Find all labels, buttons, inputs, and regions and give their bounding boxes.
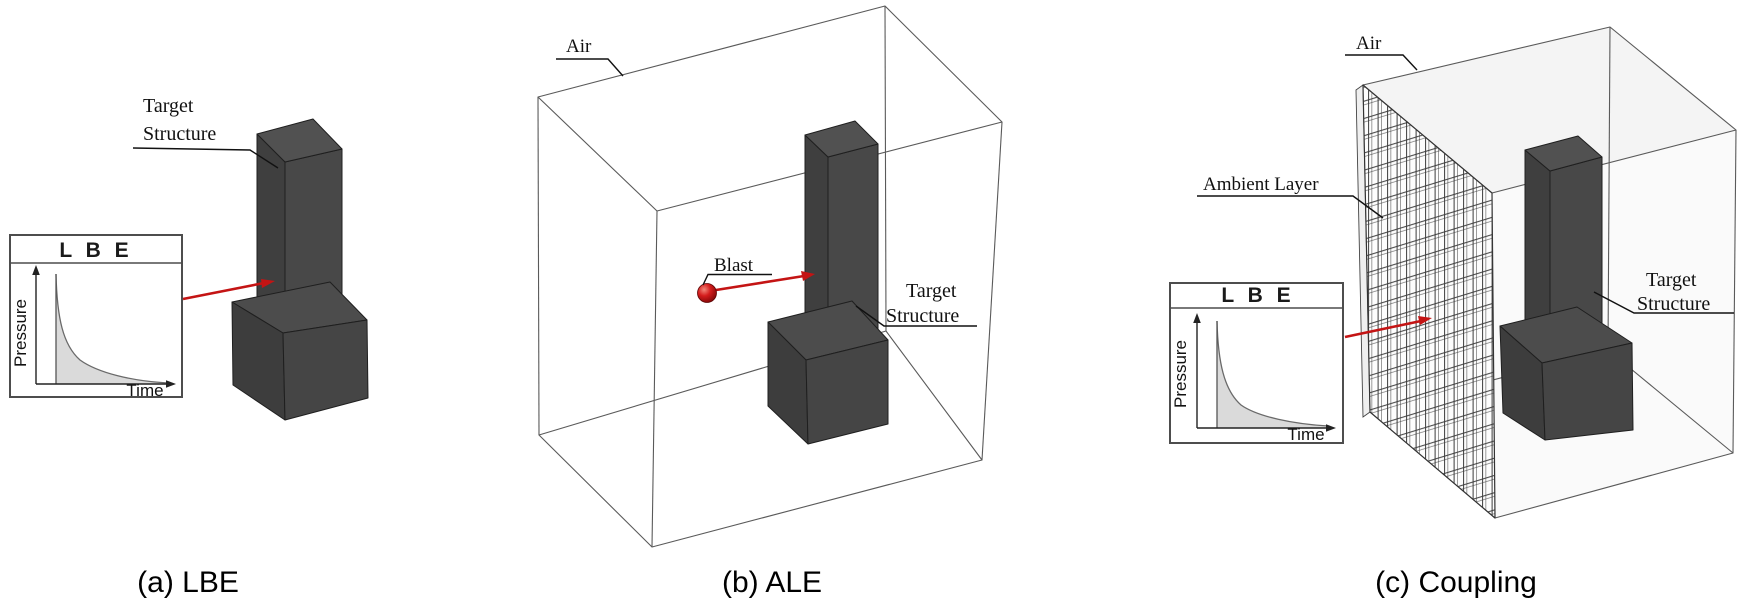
- target-structure-label-b: Target Structure: [855, 280, 977, 327]
- air-box-bottom-face: [538, 330, 983, 548]
- y-axis-label: Pressure: [1171, 340, 1190, 408]
- load-arrow-head: [261, 279, 275, 288]
- load-arrow-head: [1418, 316, 1432, 325]
- panel-b-ale: Air Blast Target Structure (b) ALE: [537, 5, 1003, 599]
- air-box-top-face: [1363, 27, 1736, 193]
- target-structure-label-line1: Target: [143, 95, 194, 117]
- ambient-layer-mesh: [1355, 84, 1496, 519]
- ambient-layer-leader-line: [1197, 195, 1384, 219]
- x-axis-arrowhead: [1326, 424, 1336, 432]
- lbe-inset-c: L B E Pressure Time: [1169, 282, 1344, 444]
- pressure-curve: [55, 273, 169, 384]
- target-structure-column-b: [767, 120, 889, 445]
- target-structure-label-c: Target Structure: [1593, 269, 1734, 315]
- lbe-inset-title: L B E: [59, 239, 132, 262]
- blast-sphere: [697, 283, 717, 303]
- target-structure-label-line2: Structure: [886, 305, 959, 327]
- caption-a: (a) LBE: [137, 566, 239, 599]
- target-structure-label-line1: Target: [906, 280, 957, 302]
- column-top-face: [804, 120, 879, 158]
- target-structure-column-a: [231, 118, 369, 421]
- blast-label-b: Blast: [702, 255, 772, 286]
- panel-c-coupling: L B E Pressure Time Air Ambient Layer Ta…: [1169, 26, 1737, 599]
- target-structure-label-line2: Structure: [143, 123, 216, 145]
- target-structure-leader-line: [1593, 291, 1734, 314]
- blast-arrow-head: [801, 271, 815, 281]
- y-axis-label: Pressure: [11, 299, 30, 367]
- air-leader-line: [1345, 54, 1418, 71]
- target-structure-label-line1: Target: [1646, 269, 1697, 291]
- load-arrow-shaft: [1344, 319, 1422, 339]
- air-label-text: Air: [1356, 33, 1382, 54]
- lbe-inset-a: L B E Pressure Time: [9, 234, 183, 400]
- column-top-face: [1524, 135, 1603, 172]
- panel-a-lbe: L B E Pressure Time Target Structure (a)…: [9, 95, 369, 599]
- load-arrow-a: [182, 279, 275, 301]
- x-axis-arrowhead: [166, 380, 176, 388]
- air-label-b: Air: [556, 36, 624, 77]
- target-structure-column-c: [1499, 135, 1634, 441]
- air-box-top-face: [537, 5, 1003, 212]
- air-label-c: Air: [1345, 33, 1418, 71]
- pedestal-right-face: [805, 339, 889, 445]
- blast-label-text: Blast: [714, 255, 754, 276]
- pressure-curve-area: [1217, 321, 1328, 428]
- target-structure-label-a: Target Structure: [132, 95, 279, 169]
- lbe-inset-title: L B E: [1221, 284, 1294, 307]
- pressure-curve: [1216, 320, 1329, 427]
- x-axis-label: Time: [126, 381, 163, 400]
- pressure-curve-area: [56, 274, 168, 384]
- caption-b: (b) ALE: [722, 566, 822, 599]
- caption-c: (c) Coupling: [1375, 566, 1537, 599]
- air-leader-line: [556, 58, 624, 77]
- air-box-edge-right: [1732, 129, 1737, 454]
- target-structure-leader-line: [132, 147, 279, 169]
- target-structure-label-line2: Structure: [1637, 293, 1710, 315]
- blast-source-b: [697, 271, 815, 303]
- ambient-layer-label-text: Ambient Layer: [1203, 174, 1319, 195]
- air-box-edge-back: [884, 5, 887, 332]
- x-axis-label: Time: [1287, 425, 1324, 444]
- pedestal-right-face: [282, 319, 369, 421]
- air-box-edge-front: [651, 210, 658, 548]
- pedestal-right-face: [1541, 342, 1634, 441]
- column-top-face: [256, 118, 343, 163]
- air-box-edge-right: [981, 121, 1003, 461]
- blast-arrow-shaft: [715, 274, 805, 292]
- load-arrow-shaft: [182, 281, 265, 301]
- air-domain-box-b: [537, 5, 1003, 548]
- ambient-layer-grid-horizontal: [1363, 85, 1495, 518]
- air-box-edge-back: [1607, 26, 1611, 351]
- target-structure-leader-line: [855, 305, 977, 327]
- blast-leader-line: [702, 273, 772, 286]
- y-axis-arrowhead: [32, 265, 40, 275]
- load-arrow-c: [1344, 316, 1432, 339]
- air-label-text: Air: [566, 36, 592, 57]
- y-axis-arrowhead: [1193, 313, 1201, 323]
- ambient-layer-label: Ambient Layer: [1197, 174, 1384, 219]
- air-box-edge-left: [537, 96, 540, 436]
